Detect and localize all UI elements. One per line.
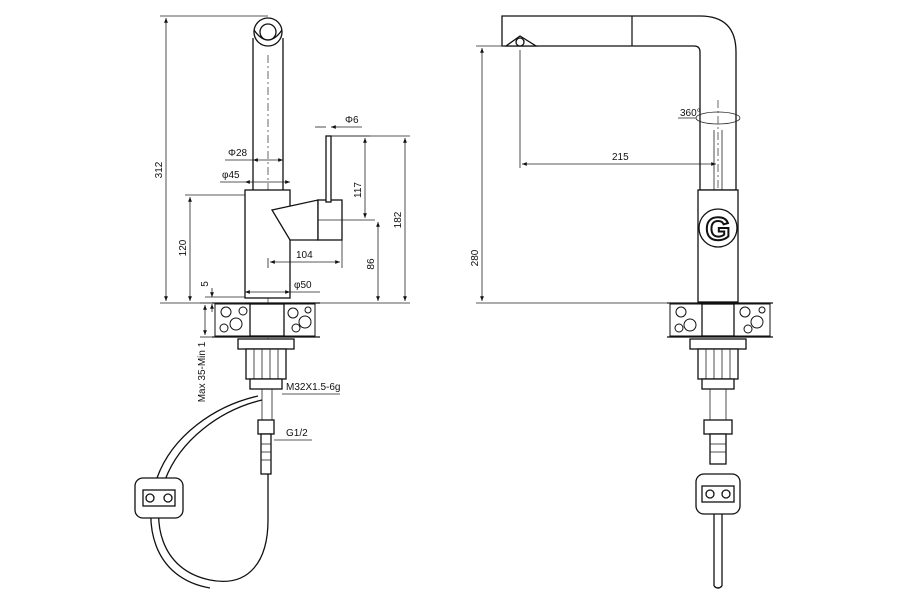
dimension-deck-thickness: Max 35-Min 1 (197, 302, 215, 402)
dim-280-label: 280 (470, 249, 481, 266)
dimension-lever-reach: 104 (267, 240, 343, 268)
mounting-nut (237, 338, 295, 475)
left-view: 312 Φ28 Φ6 φ45 117 (134, 15, 410, 589)
thread-size-label: M32X1.5-6g (286, 382, 340, 393)
spout-tube (252, 17, 284, 190)
rotation-label: 360° (680, 108, 701, 119)
lever-handle (325, 135, 332, 203)
faucet-body (244, 189, 375, 299)
dim-104-label: 104 (296, 250, 313, 261)
dimension-lever-base: 86 (366, 222, 380, 301)
thread-callout: M32X1.5-6g (282, 382, 340, 395)
dimension-base-offset: 5 (200, 281, 245, 312)
pullout-hose (134, 395, 269, 589)
dim-312-label: 312 (154, 161, 165, 178)
deck-section (212, 302, 320, 338)
dim-5-label: 5 (200, 281, 211, 287)
dim-phi28-label: Φ28 (228, 148, 248, 159)
connection-callout: G1/2 (274, 428, 312, 441)
dim-117-label: 117 (353, 182, 364, 198)
dimension-lever-total: 182 (320, 135, 410, 304)
right-deck-section (667, 302, 773, 338)
dim-120-label: 120 (178, 239, 189, 256)
dimension-body-height: 120 (178, 194, 245, 301)
dimension-spout-diameter: Φ28 (225, 148, 283, 162)
dimension-base-diameter: φ50 (245, 280, 320, 294)
right-mounting-nut (689, 338, 747, 465)
dimension-body-diameter: φ45 (220, 170, 290, 184)
dim-phi50-label: φ50 (294, 280, 312, 291)
dimension-reach: 215 (519, 50, 716, 168)
right-view: 360° G (470, 15, 773, 589)
dimension-lever-diameter: Φ6 (315, 115, 362, 129)
dim-86-label: 86 (366, 258, 377, 270)
dim-phi45-label: φ45 (222, 170, 240, 181)
right-hose-weight (695, 473, 741, 589)
connection-label: G1/2 (286, 428, 308, 439)
dim-phi6-label: Φ6 (345, 115, 359, 126)
logo-letter: G (706, 211, 731, 247)
dim-182-label: 182 (393, 211, 404, 228)
dim-215-label: 215 (612, 152, 629, 163)
inner-tube (713, 130, 723, 190)
right-faucet-body: G (697, 189, 739, 303)
dim-deck-label: Max 35-Min 1 (197, 341, 208, 402)
dimension-right-height: 280 (470, 45, 698, 304)
